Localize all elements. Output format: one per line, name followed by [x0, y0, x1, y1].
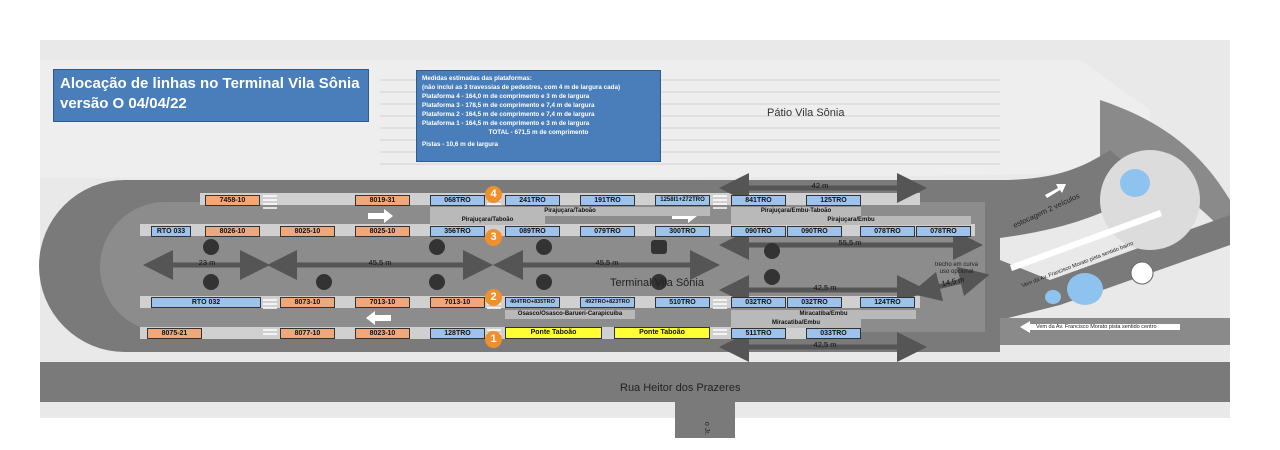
route-band: Pirajuçara/Embu-Taboão	[731, 207, 861, 216]
measure-label: 42,5 m	[813, 340, 837, 349]
line-label[interactable]: 125TRO	[806, 195, 861, 206]
line-label[interactable]: 8025-10	[355, 226, 410, 237]
line-label[interactable]: 032TRO	[731, 297, 786, 308]
line-label[interactable]: Ponte Taboão	[614, 327, 710, 339]
measure-label: 55,5 m	[838, 238, 862, 247]
line-label[interactable]: 090TRO	[731, 226, 786, 237]
side-street-label: o Jr.	[703, 421, 711, 436]
info-line: TOTAL - 671,5 m de comprimento	[488, 129, 589, 136]
measure-label: 23 m	[198, 258, 216, 267]
line-label[interactable]: 1258I1+272TRO	[655, 195, 710, 206]
terminal-label: Terminal Vila Sônia	[610, 277, 704, 289]
route-band: Miracatiba/Embu	[731, 310, 916, 319]
line-label[interactable]: 090TRO	[787, 226, 842, 237]
side-street	[675, 402, 735, 438]
platform-badge-1: 1	[485, 331, 502, 348]
info-line: Plataforma 2 - 164,5 m de comprimento e …	[422, 111, 595, 118]
title-box: Alocação de linhas no Terminal Vila Sôni…	[53, 69, 369, 122]
route-band: Miracatiba/Embu	[731, 319, 861, 328]
info-line: Plataforma 4 - 164,0 m de comprimento e …	[422, 93, 590, 100]
line-label[interactable]: 191TRO	[580, 195, 635, 206]
line-label[interactable]: 8019-31	[355, 195, 410, 206]
measure-label: 45,5 m	[368, 258, 392, 267]
line-label[interactable]: 404TRO+835TRO	[505, 297, 560, 308]
route-band: Pirajuçara/Taboão	[430, 216, 545, 225]
info-box: Medidas estimadas das plataformas: (não …	[416, 70, 661, 162]
line-label[interactable]: 032TRO	[787, 297, 842, 308]
line-label[interactable]: 8023-10	[355, 328, 410, 339]
info-line: Plataforma 3 - 178,5 m de comprimento e …	[422, 102, 595, 109]
ramp-center-label: Vem da Av. Francisco Morato pista sentid…	[1036, 324, 1157, 330]
line-label[interactable]: 033TRO	[806, 328, 861, 339]
line-label[interactable]: 8075-21	[147, 328, 202, 339]
patio-label: Pátio Vila Sônia	[767, 107, 845, 119]
measure-label: 42 m	[811, 181, 829, 190]
line-label[interactable]: 124TRO	[860, 297, 915, 308]
route-band: Pirajuçara/Embu	[731, 216, 971, 225]
line-label[interactable]: 8025-10	[280, 226, 335, 237]
line-label[interactable]: 7013-10	[430, 297, 485, 308]
measure-label: 42,5 m	[813, 283, 837, 292]
street-label: Rua Heitor dos Prazeres	[620, 382, 741, 394]
title-line-1: Alocação de linhas no Terminal Vila Sôni…	[60, 75, 360, 92]
ramp-arrow	[1020, 321, 1180, 333]
platform-badge-3: 3	[485, 229, 502, 246]
line-label[interactable]: 078TRO	[860, 226, 915, 237]
platform-badge-4: 4	[485, 186, 502, 203]
line-label[interactable]: 510TRO	[655, 297, 710, 308]
title-line-2: versão O 04/04/22	[60, 95, 187, 112]
accessibility-icons	[203, 239, 780, 290]
line-label[interactable]: 8077-10	[280, 328, 335, 339]
line-label[interactable]: 089TRO	[505, 226, 560, 237]
line-label[interactable]: 8026-10	[205, 226, 260, 237]
route-band: Osasco/Osasco-Barueri-Carapicuíba	[505, 310, 635, 319]
trecho-line-2: uso opcional	[939, 269, 974, 275]
line-label[interactable]: 511TRO	[731, 328, 786, 339]
info-line: Pistas - 10,6 m de largura	[422, 141, 498, 148]
roundabout	[1100, 150, 1200, 250]
route-band: Pirajuçara/Taboão	[430, 207, 710, 216]
line-label[interactable]: 068TRO	[430, 195, 485, 206]
platform-badge-2: 2	[485, 289, 502, 306]
line-label[interactable]: 078TRO	[916, 226, 971, 237]
line-label[interactable]: 7458-10	[205, 195, 260, 206]
line-label[interactable]: 8073-10	[280, 297, 335, 308]
line-label[interactable]: 241TRO	[505, 195, 560, 206]
measure-label: 45,5 m	[595, 258, 619, 267]
info-line: (não inclui as 3 travessias de pedestres…	[422, 84, 621, 91]
info-line: Medidas estimadas das plataformas:	[422, 75, 532, 82]
line-label[interactable]: 079TRO	[580, 226, 635, 237]
trecho-line-1: trecho em curva	[935, 262, 979, 268]
line-label[interactable]: Ponte Taboão	[505, 327, 602, 339]
tree-icon	[1130, 261, 1154, 285]
line-label[interactable]: RTO 033	[151, 226, 191, 237]
line-label[interactable]: 128TRO	[430, 328, 485, 339]
pond-1	[1120, 169, 1150, 197]
line-label[interactable]: 841TRO	[731, 195, 786, 206]
ramp-in-arrow	[1010, 210, 1162, 271]
pond-2	[1067, 273, 1103, 305]
line-label[interactable]: RTO 032	[151, 297, 261, 308]
ramp-centro	[1000, 318, 1230, 345]
line-label[interactable]: 7013-10	[355, 297, 410, 308]
pond-3	[1045, 290, 1061, 304]
direction-arrows	[366, 184, 1066, 325]
trecho-label: trecho em curva uso opcional	[935, 262, 978, 276]
street-heitor	[40, 362, 1230, 402]
line-label[interactable]: 492TRO+823TRO	[580, 297, 635, 308]
line-label[interactable]: 300TRO	[655, 226, 710, 237]
info-line: Plataforma 1 - 164,5 m de comprimento e …	[422, 120, 590, 127]
line-label[interactable]: 356TRO	[430, 226, 485, 237]
